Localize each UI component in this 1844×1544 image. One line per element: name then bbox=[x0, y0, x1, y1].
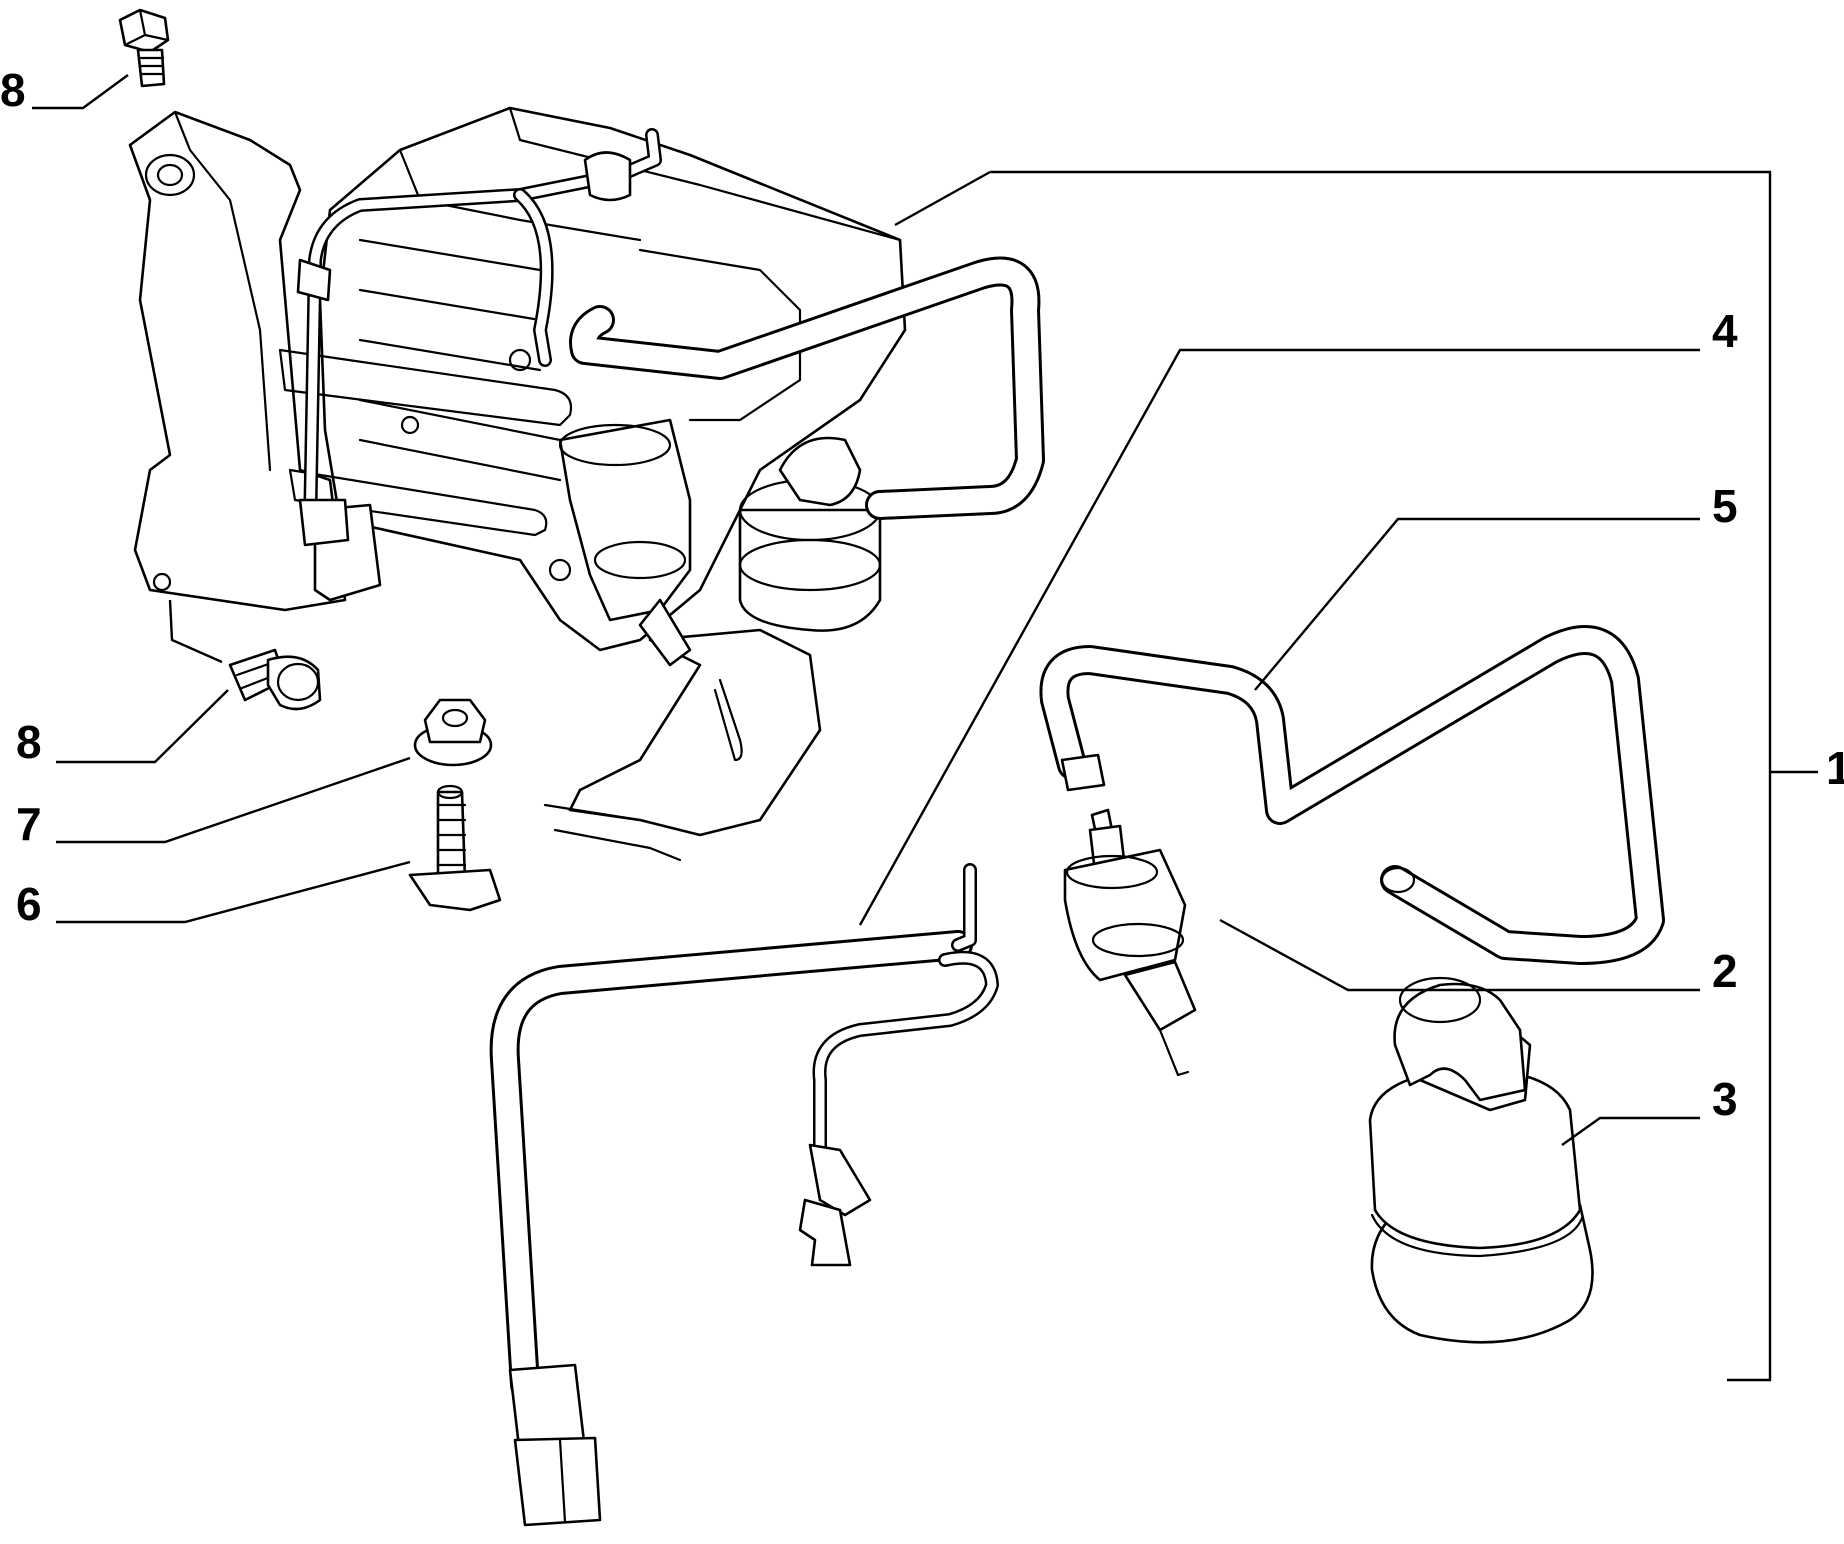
wire-clip bbox=[583, 151, 632, 202]
air-filter bbox=[1368, 976, 1594, 1344]
callout-8-lower: 8 bbox=[16, 716, 42, 768]
bolt-lower bbox=[228, 648, 322, 711]
unit-filter bbox=[738, 508, 882, 632]
main-assembly bbox=[128, 106, 1045, 862]
harness-connector-small bbox=[808, 1143, 872, 1217]
solenoid-valve bbox=[1063, 808, 1197, 1077]
bracket-hole-bottom bbox=[152, 572, 172, 592]
callout-5: 5 bbox=[1712, 480, 1738, 532]
callout-7: 7 bbox=[16, 798, 42, 850]
callout-6: 6 bbox=[16, 878, 42, 930]
flange-nut bbox=[413, 698, 493, 767]
stud-clip bbox=[408, 784, 502, 912]
leader-lines bbox=[32, 74, 1818, 1382]
callout-3: 3 bbox=[1712, 1073, 1738, 1125]
wiring-harness bbox=[489, 863, 999, 1527]
bracket-foot bbox=[568, 628, 822, 837]
mounting-bracket bbox=[128, 110, 347, 612]
bolt-top bbox=[118, 8, 170, 88]
callout-labels: 1 2 3 4 5 6 7 8 8 bbox=[0, 64, 1844, 1125]
hose bbox=[1039, 625, 1665, 965]
callout-8-top: 8 bbox=[0, 64, 26, 116]
bracket-hole-top bbox=[144, 153, 196, 197]
callout-4: 4 bbox=[1712, 305, 1738, 357]
callout-1: 1 bbox=[1826, 742, 1844, 794]
callout-2: 2 bbox=[1712, 945, 1738, 997]
